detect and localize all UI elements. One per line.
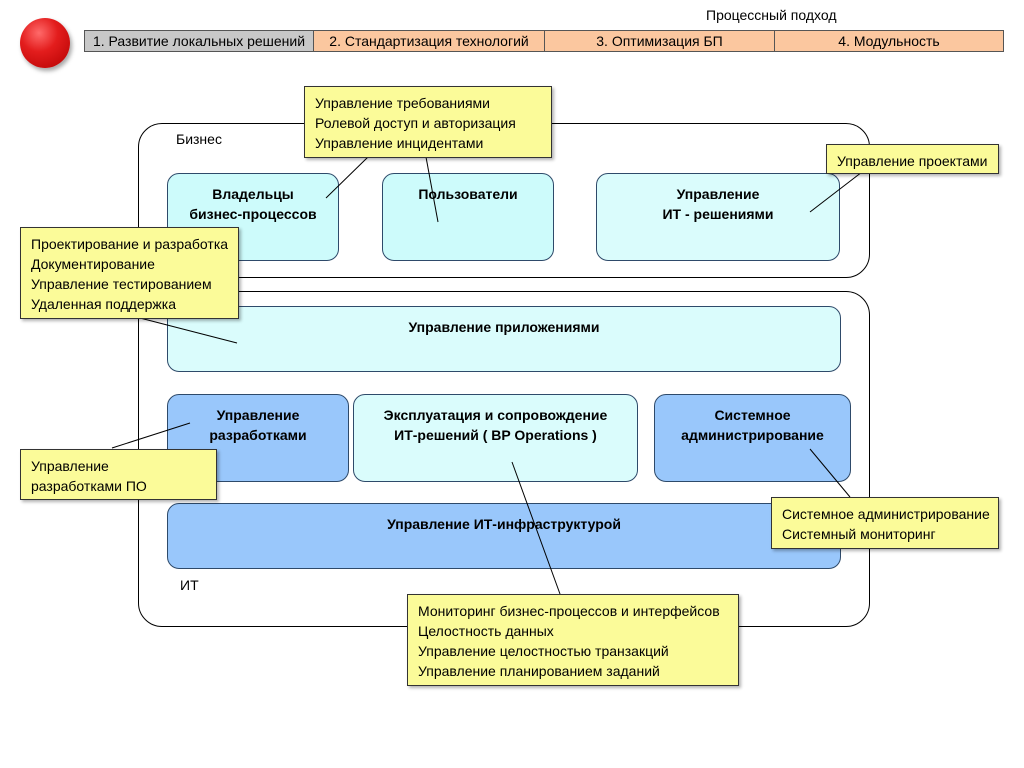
infrastructure-box[interactable]: Управление ИТ-инфраструктурой [167, 503, 841, 569]
it-solutions-box[interactable]: Управление ИТ - решениями [596, 173, 840, 261]
note-sysadmin-line: Системное администрирование [782, 506, 990, 522]
connector-requirements-owners [325, 156, 369, 199]
note-monitoring-line: Управление целостностью транзакций [418, 643, 669, 659]
note-requirements: Управление требованиями Ролевой доступ и… [304, 86, 552, 158]
note-design-line: Проектирование и разработка [31, 236, 229, 252]
note-devsw-line: разработками ПО [31, 478, 147, 494]
process-owners-line1: Владельцы [212, 186, 294, 202]
stage-2[interactable]: 2. Стандартизация технологий [313, 30, 545, 52]
header-title: Процессный подход [706, 7, 837, 23]
connector-devsw-dev [111, 422, 191, 449]
note-devsw-line: Управление [31, 458, 109, 474]
note-sysadmin: Системное администрирование Системный мо… [771, 497, 999, 549]
users-box[interactable]: Пользователи [382, 173, 554, 261]
note-design-line: Удаленная поддержка [31, 296, 176, 312]
note-requirements-line: Управление требованиями [315, 95, 490, 111]
note-design-line: Управление тестированием [31, 276, 212, 292]
connector-sysadmin [809, 448, 851, 498]
connector-design-apps [139, 317, 238, 344]
it-section-label: ИТ [180, 577, 199, 593]
it-solutions-line2: ИТ - решениями [662, 206, 774, 222]
note-monitoring: Мониторинг бизнес-процессов и интерфейсо… [407, 594, 739, 686]
note-projects-line: Управление проектами [837, 153, 988, 169]
note-design-line: Документирование [31, 256, 155, 272]
app-management-box[interactable]: Управление приложениями [167, 306, 841, 372]
note-monitoring-line: Управление планированием заданий [418, 663, 660, 679]
infrastructure-label: Управление ИТ-инфраструктурой [387, 516, 621, 532]
operations-line1: Эксплуатация и сопровождение [383, 407, 608, 423]
status-indicator-icon [20, 18, 70, 68]
note-requirements-line: Ролевой доступ и авторизация [315, 115, 516, 131]
operations-box[interactable]: Эксплуатация и сопровождение ИТ-решений … [353, 394, 638, 482]
stage-4[interactable]: 4. Модульность [774, 30, 1004, 52]
users-label: Пользователи [418, 186, 518, 202]
dev-management-box[interactable]: Управление разработками [167, 394, 349, 482]
sysadmin-box[interactable]: Системное администрирование [654, 394, 851, 482]
business-section-label: Бизнес [176, 131, 222, 147]
it-solutions-line1: Управление [676, 186, 760, 202]
connector-monitoring-ops [511, 461, 561, 595]
operations-line2: ИТ-решений ( BP Operations ) [394, 427, 597, 443]
note-monitoring-line: Целостность данных [418, 623, 554, 639]
dev-management-line2: разработками [209, 427, 307, 443]
note-monitoring-line: Мониторинг бизнес-процессов и интерфейсо… [418, 603, 720, 619]
note-sysadmin-line: Системный мониторинг [782, 526, 936, 542]
process-owners-line2: бизнес-процессов [189, 206, 317, 222]
connector-requirements-users [425, 156, 439, 223]
dev-management-line1: Управление [216, 407, 300, 423]
sysadmin-line1: Системное [714, 407, 791, 423]
note-devsw: Управление разработками ПО [20, 449, 217, 500]
note-projects: Управление проектами [826, 144, 999, 174]
stage-3[interactable]: 3. Оптимизация БП [544, 30, 775, 52]
note-requirements-line: Управление инцидентами [315, 135, 484, 151]
app-management-label: Управление приложениями [408, 319, 600, 335]
connector-projects-itsolutions [809, 171, 863, 213]
note-design: Проектирование и разработка Документиров… [20, 227, 239, 319]
sysadmin-line2: администрирование [681, 427, 824, 443]
stage-1[interactable]: 1. Развитие локальных решений [84, 30, 314, 52]
